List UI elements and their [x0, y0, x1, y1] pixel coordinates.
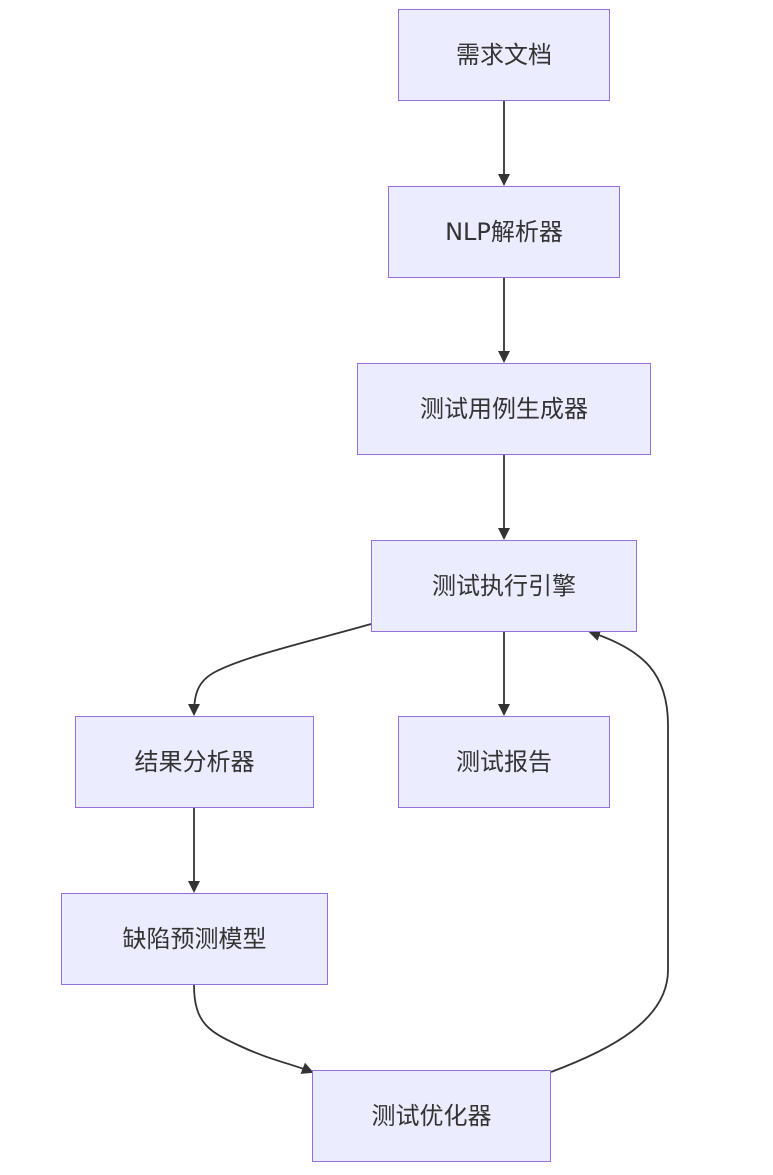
node-test-report: 测试报告	[398, 716, 610, 808]
node-defect-model-label: 缺陷预测模型	[122, 925, 267, 953]
node-nlp-parser-label: NLP解析器	[445, 218, 563, 246]
node-testcase-generator: 测试用例生成器	[357, 363, 651, 455]
node-execution-engine-label: 测试执行引擎	[432, 572, 576, 600]
node-result-analyzer-label: 结果分析器	[134, 748, 255, 776]
node-nlp-parser: NLP解析器	[388, 186, 620, 278]
node-requirements-label: 需求文档	[456, 41, 552, 69]
node-requirements: 需求文档	[398, 9, 610, 101]
node-test-report-label: 测试报告	[456, 748, 552, 776]
node-defect-model: 缺陷预测模型	[61, 893, 328, 985]
node-testcase-generator-label: 测试用例生成器	[420, 395, 588, 423]
edge-defect-model-to-test-optimizer	[193, 984, 314, 1074]
edge-test-optimizer-to-execution-engine	[550, 629, 669, 1073]
node-result-analyzer: 结果分析器	[75, 716, 314, 808]
node-execution-engine: 测试执行引擎	[371, 540, 637, 632]
node-test-optimizer-label: 测试优化器	[371, 1102, 492, 1130]
node-test-optimizer: 测试优化器	[312, 1070, 551, 1162]
edge-execution-engine-to-result-analyzer	[188, 623, 372, 716]
